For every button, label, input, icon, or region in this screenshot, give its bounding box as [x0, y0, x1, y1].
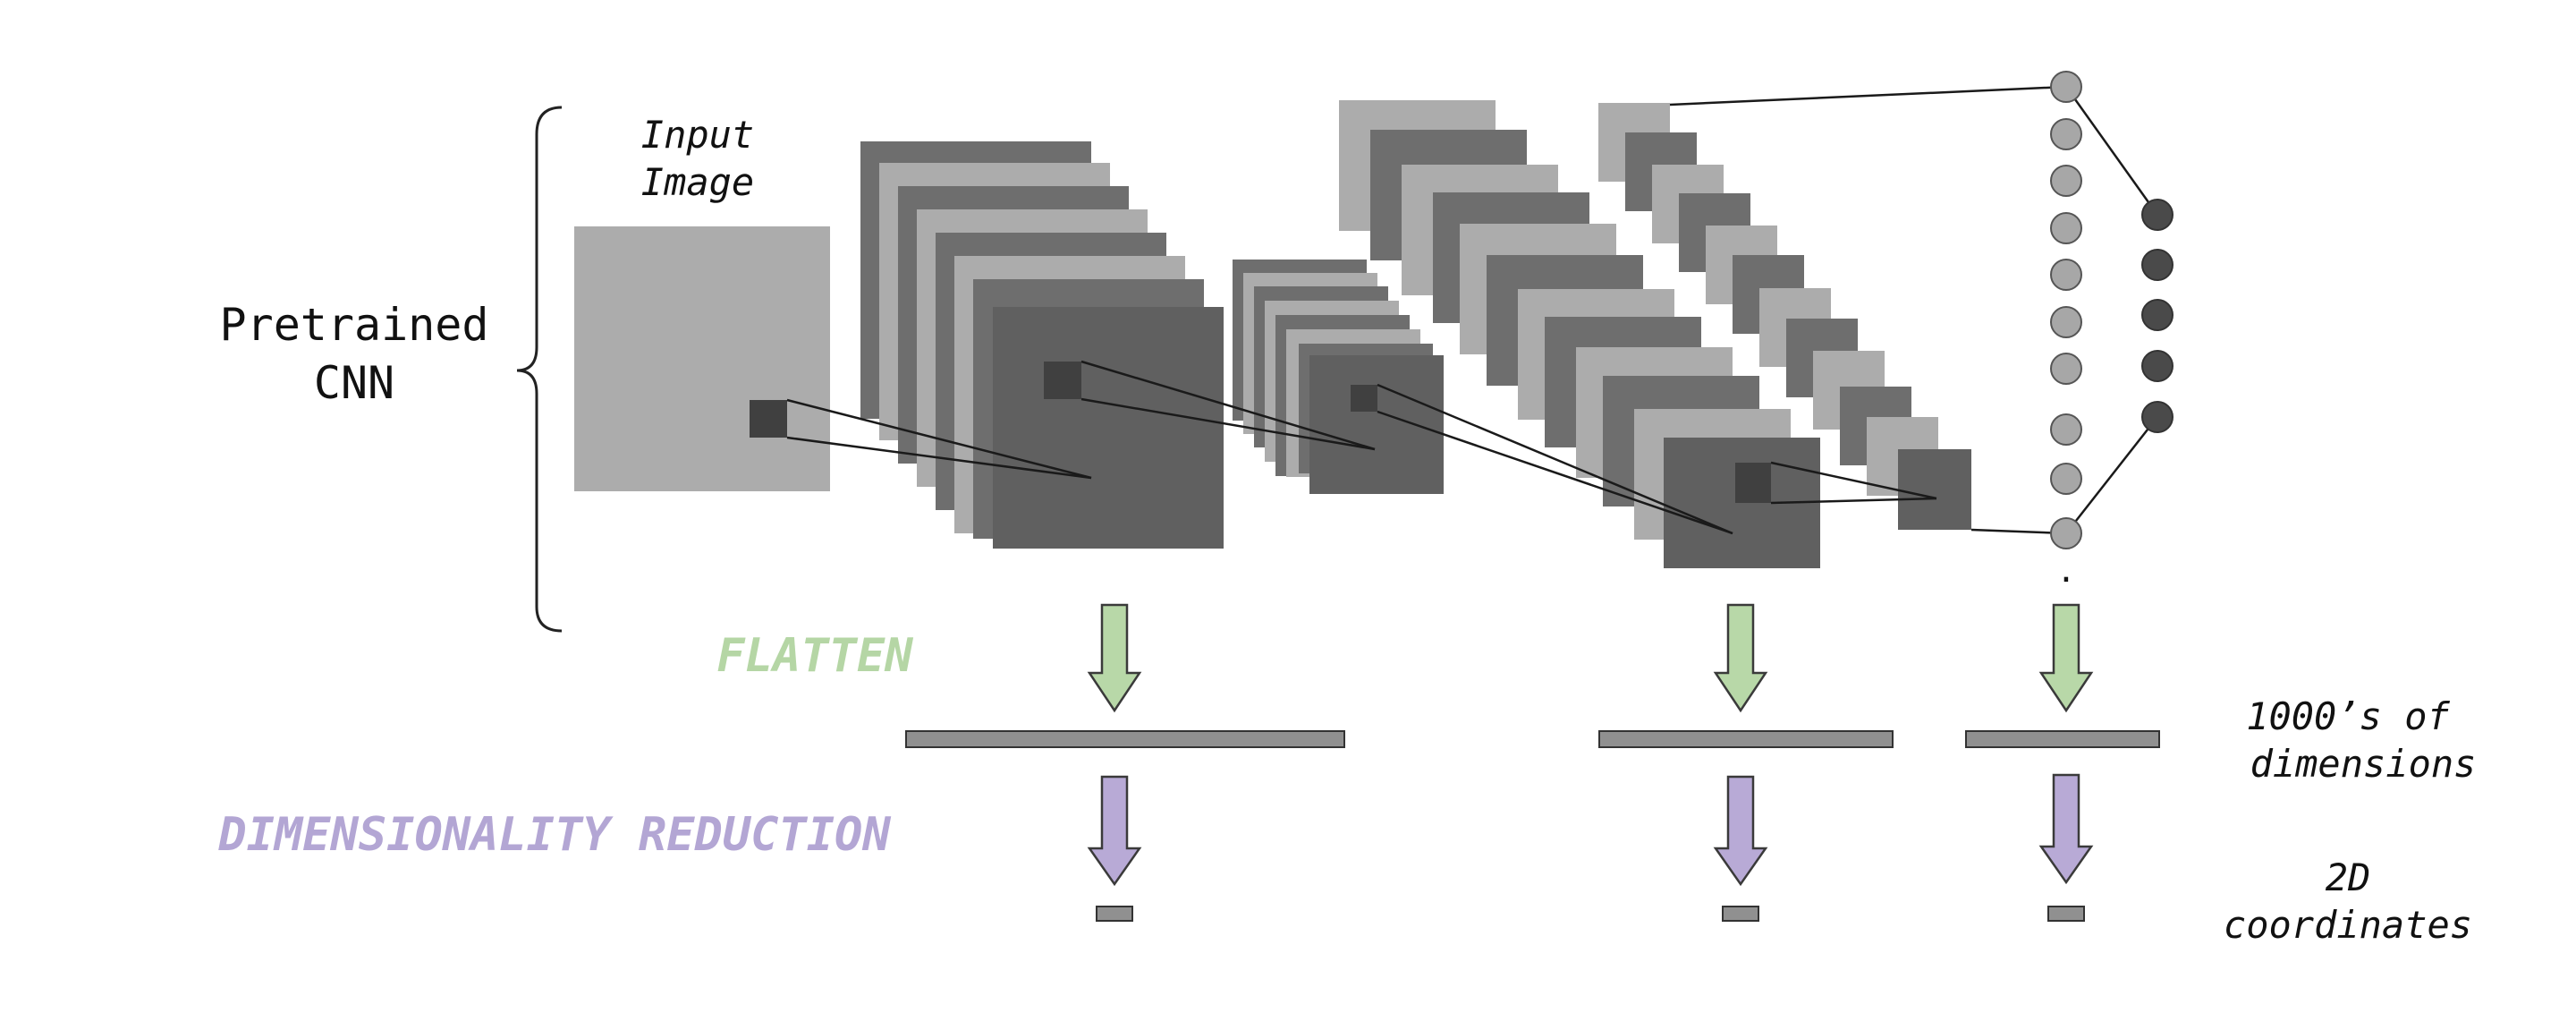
conv-layer-4 — [1598, 103, 1971, 530]
flatten-arrows — [1087, 603, 2094, 713]
fc-connections — [2064, 86, 2159, 534]
fc-neuron — [2050, 306, 2082, 338]
fc-neuron — [2050, 259, 2082, 291]
reduction-arrows — [1087, 773, 2094, 887]
reduction-arrow-1 — [1087, 775, 1142, 887]
coord-output-2 — [1722, 906, 1759, 922]
dim-reduction-label: DIMENSIONALITY REDUCTION — [217, 808, 891, 862]
output-neuron — [2141, 249, 2174, 281]
fc-neuron — [2050, 517, 2082, 549]
output-neuron — [2141, 199, 2174, 231]
input-label-line1: Input — [641, 113, 754, 157]
flat-vector-1 — [905, 730, 1345, 748]
fc-neuron — [2050, 165, 2082, 197]
input-image — [574, 226, 830, 491]
input-label-line2: Image — [641, 160, 754, 204]
flatten-arrow-3 — [2038, 603, 2094, 713]
pretrained-label-line2: CNN — [314, 357, 394, 409]
coord-output-3 — [2047, 906, 2085, 922]
flatten-arrow-1 — [1087, 603, 1142, 713]
fc-neuron — [2050, 71, 2082, 103]
fc-ellipsis: . — [2056, 553, 2076, 590]
conv-layer-1-patch — [1044, 362, 1081, 399]
output-neuron — [2141, 299, 2174, 331]
coords-label-line1: 2D — [2326, 856, 2371, 899]
fc-layer-neurons — [2050, 71, 2082, 549]
flatten-arrow-2 — [1713, 603, 1768, 713]
conv-layer-1 — [860, 141, 1224, 549]
conv-layer-2-patch — [1351, 385, 1377, 412]
fc-neuron — [2050, 463, 2082, 495]
fc-neuron — [2050, 413, 2082, 446]
dims-label-line1: 1000’s of — [2246, 694, 2450, 738]
output-neuron — [2141, 350, 2174, 382]
output-neuron — [2141, 401, 2174, 433]
fc-neuron — [2050, 212, 2082, 244]
reduction-arrow-3 — [2038, 773, 2094, 885]
dims-label-line2: dimensions — [2250, 742, 2477, 786]
conv-layer-3-patch — [1735, 463, 1771, 503]
flattened-vectors — [905, 730, 2160, 748]
receptive-field-lines — [786, 85, 2067, 535]
flat-vector-3 — [1965, 730, 2160, 748]
output-layer-neurons — [2141, 199, 2174, 433]
input-patch — [750, 400, 787, 438]
flat-vector-2 — [1598, 730, 1894, 748]
reduction-arrow-2 — [1713, 775, 1768, 887]
fc-neuron — [2050, 353, 2082, 385]
pretrained-brace — [516, 106, 563, 633]
fc-neuron — [2050, 118, 2082, 150]
pretrained-label-line1: Pretrained — [219, 299, 488, 351]
flatten-label: FLATTEN — [716, 629, 913, 683]
coordinate-outputs — [1096, 906, 2085, 922]
coord-output-1 — [1096, 906, 1133, 922]
coords-label-line2: coordinates — [2224, 903, 2472, 947]
conv-layer-2 — [1233, 260, 1444, 494]
